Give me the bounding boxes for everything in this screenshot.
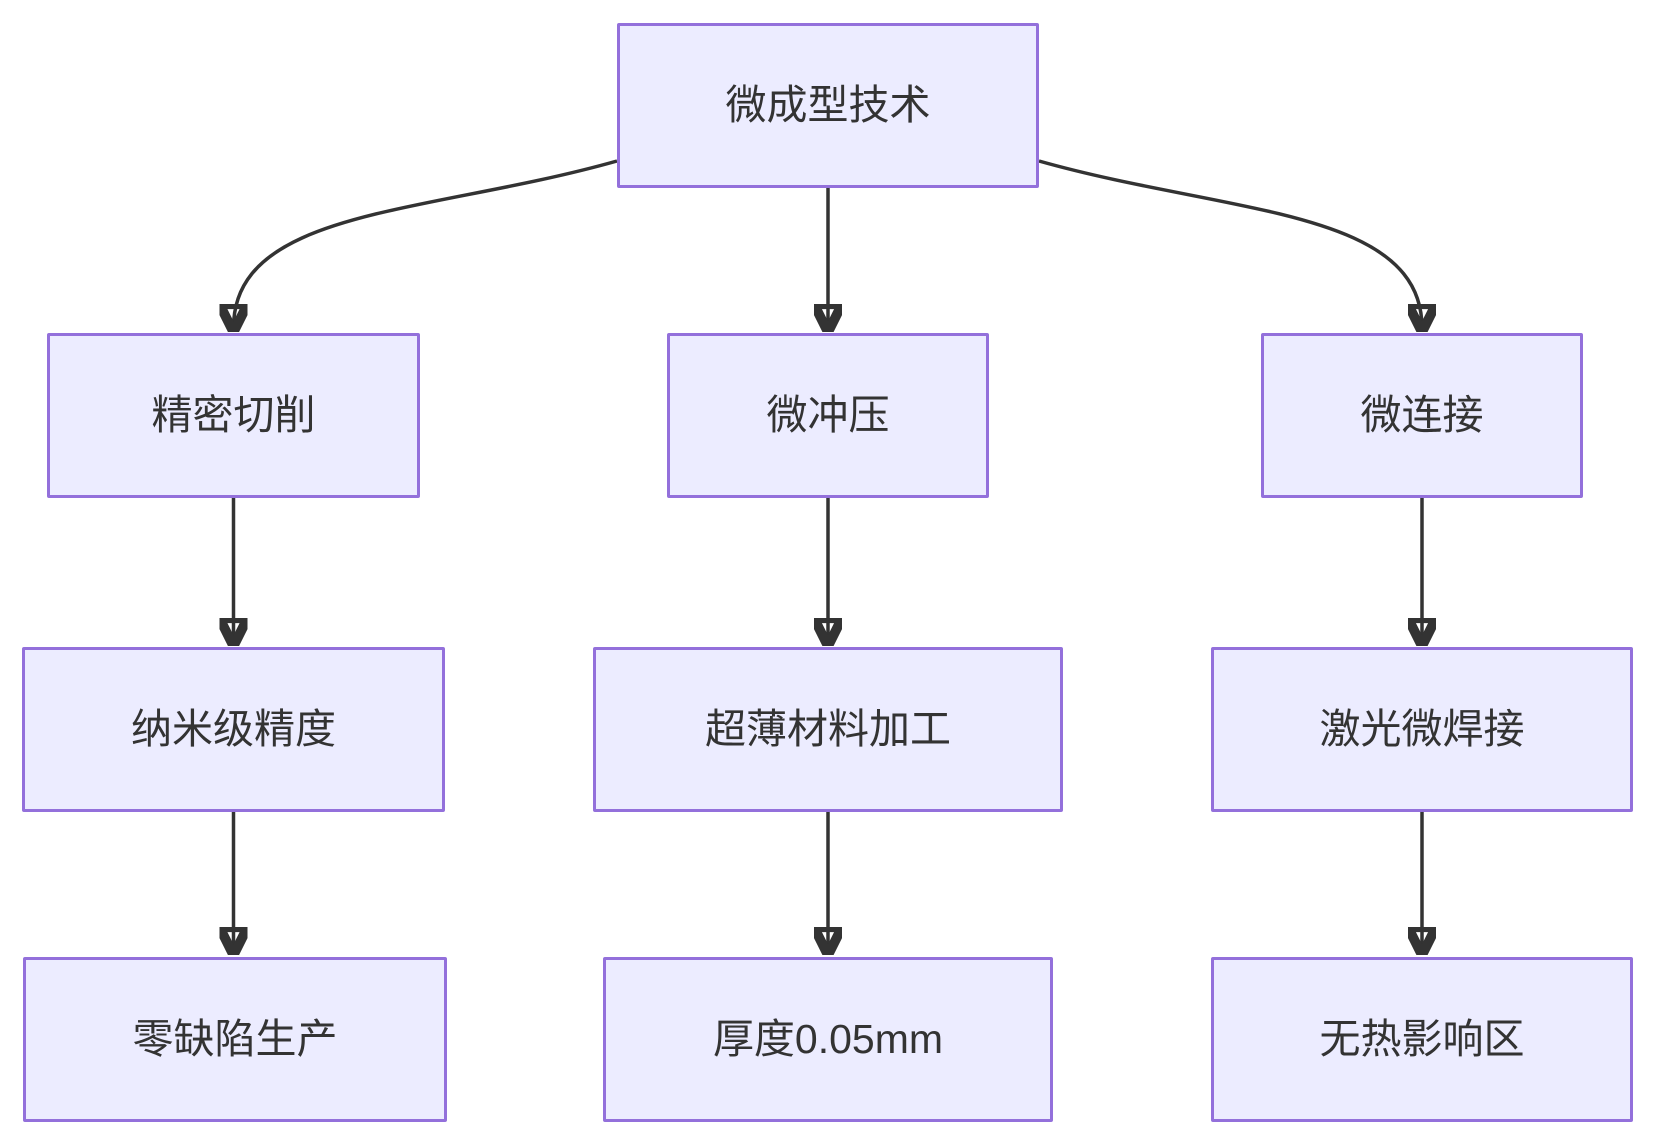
node-label: 纳米级精度 xyxy=(131,706,336,752)
node-no-heat-affected-zone: 无热影响区 xyxy=(1211,957,1633,1122)
edge-microforming-to-joining xyxy=(1038,159,1422,328)
node-label: 零缺陷生产 xyxy=(132,1016,338,1062)
node-label: 微连接 xyxy=(1360,392,1484,438)
node-thickness-005mm: 厚度0.05mm xyxy=(603,957,1053,1122)
node-nano-precision: 纳米级精度 xyxy=(22,647,445,812)
node-laser-micro-welding: 激光微焊接 xyxy=(1211,647,1633,812)
node-label: 厚度0.05mm xyxy=(712,1016,944,1062)
node-zero-defect: 零缺陷生产 xyxy=(23,957,447,1122)
node-precision-cutting: 精密切削 xyxy=(47,333,420,498)
edge-microforming-to-cutting xyxy=(234,159,618,328)
node-micro-stamping: 微冲压 xyxy=(667,333,989,498)
node-micro-joining: 微连接 xyxy=(1261,333,1583,498)
node-micro-forming-tech: 微成型技术 xyxy=(617,23,1039,188)
node-label: 激光微焊接 xyxy=(1319,706,1525,752)
node-label: 精密切削 xyxy=(151,392,316,438)
node-ultrathin-material: 超薄材料加工 xyxy=(593,647,1063,812)
node-label: 微冲压 xyxy=(766,392,890,438)
node-label: 微成型技术 xyxy=(725,82,931,128)
node-label: 无热影响区 xyxy=(1319,1016,1525,1062)
node-label: 超薄材料加工 xyxy=(705,706,951,752)
